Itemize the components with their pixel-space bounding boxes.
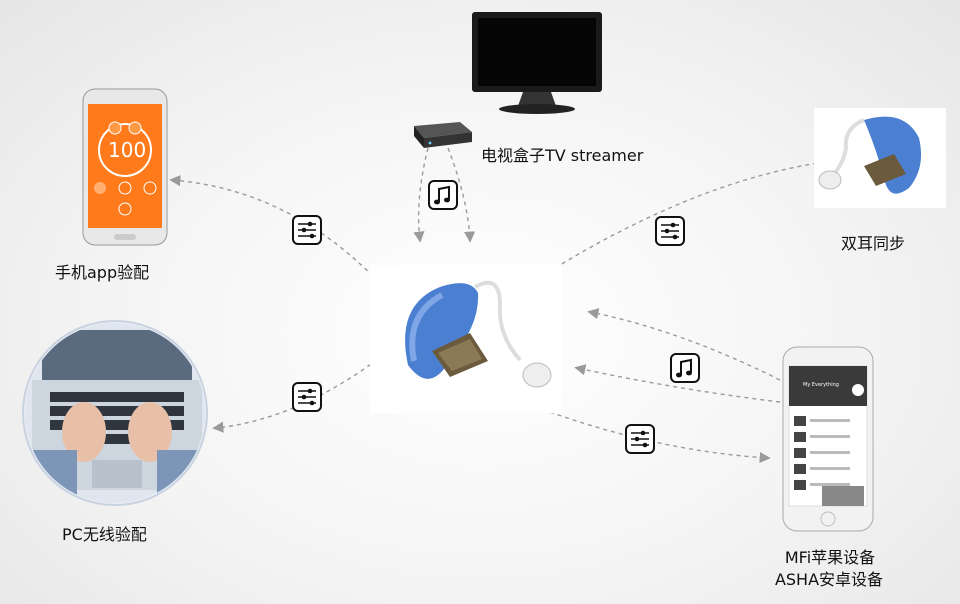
music-note-icon: [670, 353, 700, 383]
hearing-aid-center: [405, 280, 552, 388]
mfi-label: MFi苹果设备: [784, 548, 876, 567]
laptop-typing-photo: [22, 320, 208, 506]
link-tv-right: [447, 147, 476, 243]
sliders-icon: [655, 216, 685, 246]
asha-label: ASHA安卓设备: [774, 570, 884, 589]
iphone-device: [782, 346, 874, 532]
link-binaural: [544, 157, 828, 278]
song-title: My Everything: [803, 382, 839, 388]
sliders-icon: [292, 382, 322, 412]
android-phone: [82, 88, 168, 246]
link-phone: [169, 175, 405, 311]
link-tv-left: [413, 147, 429, 243]
sliders-icon: [625, 424, 655, 454]
hearing-aid-center-panel: [370, 265, 562, 413]
tv-box: [414, 122, 472, 148]
phone-screen-value: 100: [108, 138, 147, 162]
music-note-icon: [428, 180, 458, 210]
binaural-hearing-aid: [818, 116, 922, 194]
binaural-sync-label: 双耳同步: [841, 234, 906, 253]
sliders-icon: [292, 215, 322, 245]
link-mfi-1: [587, 308, 781, 381]
pc-fitting-label: PC无线验配: [62, 525, 147, 544]
binaural-hearing-aid-panel: [814, 108, 946, 208]
tv-streamer-label: 电视盒子TV streamer: [481, 146, 644, 165]
phone-fitting-label: 手机app验配: [55, 263, 150, 282]
tv-monitor: [472, 12, 602, 114]
